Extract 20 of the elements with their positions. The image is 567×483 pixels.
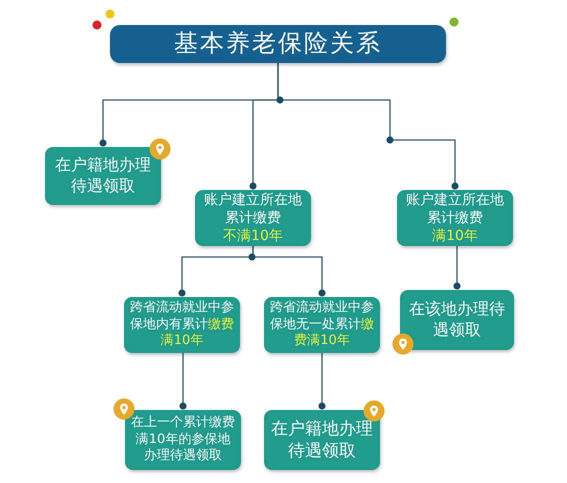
connector-line [252, 246, 326, 296]
connector-line [180, 353, 186, 410]
title-box [110, 25, 446, 63]
process-box [397, 190, 513, 246]
box-text: 跨省流动就业中参保地无一处累计缴费满10年 [269, 300, 375, 350]
connector-line [277, 63, 458, 190]
box-text: 基本养老保险关系 [173, 28, 383, 60]
box-text: 在上一个累计缴费满10年的参保地办理待遇领取 [130, 414, 236, 466]
process-box [400, 290, 514, 350]
connector-line [454, 246, 460, 290]
box-text: 账户建立所在地累计缴费 不满10年 [203, 190, 303, 246]
process-box [45, 147, 161, 205]
box-text: 在户籍地办理待遇领取 [54, 155, 152, 197]
box-text: 账户建立所在地累计缴费 满10年 [405, 190, 505, 246]
connector-line [318, 353, 326, 410]
process-box [195, 190, 311, 246]
box-text: 跨省流动就业中参保地内有累计缴费满10年 [129, 300, 235, 350]
box-text: 在户籍地办理待遇领取 [270, 418, 374, 462]
process-box [264, 410, 380, 470]
box-text: 在该地办理待遇领取 [408, 299, 506, 341]
